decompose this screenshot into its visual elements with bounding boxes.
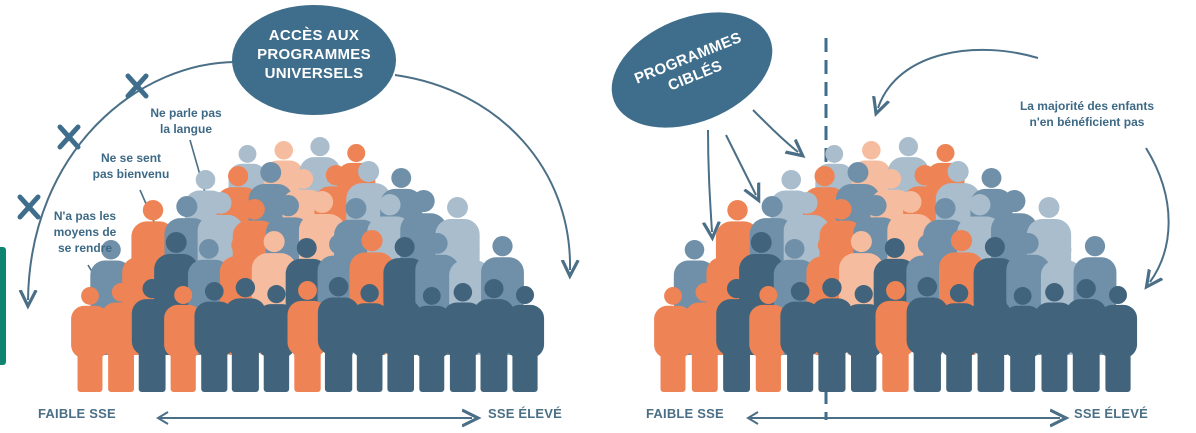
- child-silhouette: [970, 280, 1012, 392]
- majority-note: La majorité des enfants n'en bénéficient…: [996, 98, 1178, 130]
- right-arc-arrow: [394, 74, 570, 270]
- barrier-line: moyens de: [53, 225, 117, 239]
- child-silhouette: [939, 284, 979, 392]
- child-silhouette: [1098, 286, 1138, 392]
- child-silhouette: [473, 279, 515, 392]
- child-silhouette: [257, 285, 296, 392]
- axis-label-high-ses: SSE ÉLEVÉ: [488, 406, 563, 421]
- left-arc-arrow: [28, 60, 241, 300]
- note-arrow-side: [1146, 147, 1170, 282]
- child-silhouette: [224, 278, 266, 392]
- barrier-language: Ne parle pas la langue: [146, 105, 226, 137]
- ssde-axis-arrow-start: [156, 411, 169, 425]
- barrier-line: pas bienvenu: [92, 167, 170, 181]
- targeted-programs-diagram: [611, 12, 1170, 433]
- barrier-line: se rendre: [57, 241, 113, 255]
- target-arrow-2: [725, 134, 756, 195]
- child-silhouette: [780, 282, 820, 392]
- note-line: n'en bénéficient pas: [1029, 115, 1145, 129]
- barrier-line: Ne se sent: [100, 151, 162, 165]
- axis-label-low-ses: FAIBLE SSE: [38, 406, 116, 421]
- child-silhouette: [443, 283, 483, 392]
- targeted-programs-panel: PROGRAMMES CIBLÉS La majorité des enfant…: [598, 0, 1196, 433]
- child-silhouette: [194, 282, 235, 392]
- oval-line: UNIVERSELS: [264, 65, 364, 82]
- axis-label-high-ses: SSE ÉLEVÉ: [1074, 406, 1149, 421]
- oval-line: PROGRAMMES: [257, 46, 371, 63]
- children-crowd: [71, 137, 545, 392]
- ssde-axis-arrow-start: [746, 411, 759, 425]
- child-silhouette: [505, 286, 545, 392]
- axis-label-low-ses: FAIBLE SSE: [646, 406, 724, 421]
- child-silhouette: [71, 287, 109, 392]
- children-crowd: [654, 137, 1138, 392]
- barrier-transport: N'a pas les moyens de se rendre: [42, 208, 128, 256]
- cross-icon: [17, 194, 41, 220]
- child-silhouette: [350, 284, 390, 392]
- target-arrow-1: [708, 129, 712, 232]
- child-silhouette: [287, 281, 328, 392]
- cross-icon: [57, 124, 81, 150]
- universal-programs-panel: ACCÈS AUX PROGRAMMES UNIVERSELS Ne parle…: [17, 5, 598, 433]
- note-arrow-top: [878, 48, 1039, 108]
- barrier-line: Ne parle pas: [150, 106, 222, 120]
- child-silhouette: [412, 287, 451, 392]
- child-silhouette: [685, 283, 725, 392]
- note-line: La majorité des enfants: [1019, 99, 1155, 113]
- target-arrow-3: [752, 109, 798, 152]
- universal-programs-diagram: [17, 5, 598, 433]
- targeted-programs-oval: [611, 12, 773, 128]
- child-silhouette: [716, 279, 757, 392]
- child-silhouette: [906, 277, 948, 392]
- child-silhouette: [317, 277, 360, 392]
- barrier-line: N'a pas les: [53, 209, 117, 223]
- child-silhouette: [380, 280, 421, 392]
- child-silhouette: [1034, 283, 1075, 392]
- barrier-welcome: Ne se sent pas bienvenu: [88, 150, 174, 182]
- child-silhouette: [1065, 279, 1107, 392]
- child-silhouette: [131, 279, 173, 392]
- child-silhouette: [875, 281, 916, 392]
- child-silhouette: [101, 283, 141, 392]
- universal-programs-oval: [232, 5, 396, 115]
- child-silhouette: [844, 285, 883, 392]
- oval-label: ACCÈS AUX PROGRAMMES UNIVERSELS: [244, 26, 384, 83]
- child-silhouette: [654, 287, 692, 392]
- child-silhouette: [749, 286, 788, 392]
- child-silhouette: [1003, 287, 1042, 392]
- child-silhouette: [164, 286, 203, 392]
- barrier-line: la langue: [159, 122, 212, 136]
- cross-icon: [125, 73, 149, 99]
- oval-line: ACCÈS AUX: [268, 27, 360, 44]
- side-tab: [0, 247, 6, 365]
- child-silhouette: [811, 278, 853, 392]
